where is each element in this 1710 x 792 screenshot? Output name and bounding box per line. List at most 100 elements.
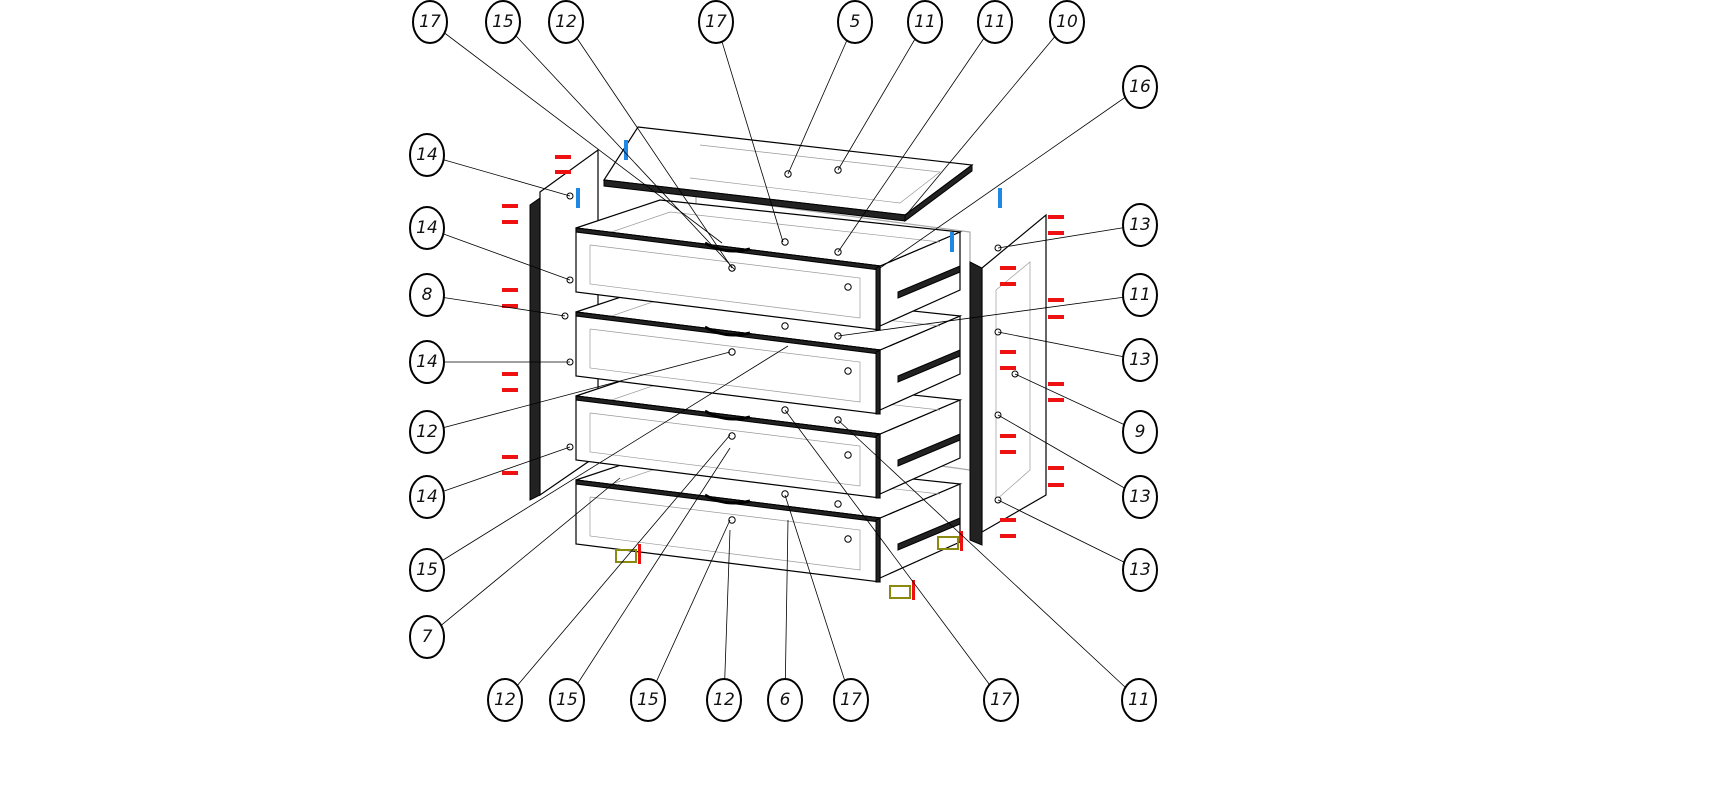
callout-13: 13 xyxy=(997,331,1158,382)
callout-number: 15 xyxy=(556,690,578,710)
callout-bubble xyxy=(1122,273,1158,317)
callout-15: 15 xyxy=(630,519,731,722)
screw-icon xyxy=(1000,518,1016,522)
callout-17: 17 xyxy=(784,494,869,722)
callout-12: 12 xyxy=(487,434,731,722)
callout-number: 9 xyxy=(1135,422,1146,442)
callout-number: 15 xyxy=(416,560,438,580)
callout-bubble xyxy=(487,678,523,722)
callout-bubble xyxy=(409,475,445,519)
leader-line xyxy=(879,86,1141,269)
dowel-icon xyxy=(576,188,580,208)
callout-number: 14 xyxy=(416,487,438,507)
callout-12: 12 xyxy=(548,0,733,269)
callout-bubble xyxy=(409,340,445,384)
callout-14: 14 xyxy=(409,206,571,281)
screw-icon xyxy=(502,455,518,459)
leader-line xyxy=(426,154,571,197)
callout-bubble xyxy=(409,548,445,592)
screw-icon xyxy=(1000,366,1016,370)
leader-line xyxy=(565,21,733,269)
callout-bubble xyxy=(1121,678,1157,722)
leader-line xyxy=(426,477,621,638)
screw-icon xyxy=(1048,298,1064,302)
callout-bubble xyxy=(1122,410,1158,454)
callout-bubble xyxy=(977,0,1013,44)
screw-icon xyxy=(1048,398,1064,402)
screw-icon xyxy=(502,388,518,392)
leader-line xyxy=(997,224,1141,249)
callout-number: 12 xyxy=(555,12,577,32)
callout-5: 5 xyxy=(787,0,873,175)
screw-icon xyxy=(502,471,518,475)
drawer-handle-cutout xyxy=(704,409,751,421)
screw-icon xyxy=(502,220,518,224)
callout-11: 11 xyxy=(837,419,1157,722)
leader-line xyxy=(429,21,723,244)
callout-14: 14 xyxy=(409,340,570,384)
callout-bubble xyxy=(412,0,448,44)
callout-number: 10 xyxy=(1056,12,1078,32)
drawer-2 xyxy=(575,283,963,415)
callout-bubble xyxy=(409,410,445,454)
callout-bubble xyxy=(767,678,803,722)
callout-number: 16 xyxy=(1129,77,1151,97)
screw-icon xyxy=(1048,215,1064,219)
callout-bubble xyxy=(409,615,445,659)
leader-line xyxy=(837,419,1140,701)
callout-number: 6 xyxy=(780,690,791,710)
screw-icon xyxy=(502,204,518,208)
leader-line xyxy=(723,529,731,701)
callout-bubble xyxy=(549,678,585,722)
callout-15: 15 xyxy=(485,0,736,271)
callout-bubble xyxy=(1049,0,1085,44)
callout-number: 14 xyxy=(416,145,438,165)
dowel-icon xyxy=(998,188,1002,208)
screw-icon xyxy=(502,304,518,308)
leader-line xyxy=(905,21,1068,216)
callout-bubble xyxy=(409,133,445,177)
callout-number: 12 xyxy=(713,690,735,710)
callout-6: 6 xyxy=(767,519,803,722)
callout-bubble xyxy=(485,0,521,44)
callout-13: 13 xyxy=(997,499,1158,592)
callout-bubble xyxy=(1122,548,1158,592)
bracket-icon xyxy=(889,585,911,599)
leader-line xyxy=(504,434,731,701)
leader-line xyxy=(784,494,852,701)
callout-bubble xyxy=(1122,338,1158,382)
callout-number: 17 xyxy=(840,690,862,710)
callout-number: 12 xyxy=(416,422,438,442)
callout-16: 16 xyxy=(879,65,1158,269)
drawer-handle-cutout xyxy=(704,493,751,505)
screw-icon xyxy=(502,372,518,376)
callout-7: 7 xyxy=(409,477,621,659)
leader-line xyxy=(997,414,1141,498)
callout-number: 11 xyxy=(1128,690,1150,710)
leader-line xyxy=(426,294,566,317)
screw-icon xyxy=(960,531,963,551)
screw-icon xyxy=(1048,483,1064,487)
callout-17: 17 xyxy=(698,0,784,243)
callout-bubble xyxy=(1122,203,1158,247)
callout-bubble xyxy=(409,273,445,317)
callout-number: 15 xyxy=(492,12,514,32)
leader-line xyxy=(837,21,996,253)
bracket-icon xyxy=(615,549,637,563)
callout-number: 17 xyxy=(990,690,1012,710)
callout-number: 11 xyxy=(1129,285,1151,305)
callout-number: 8 xyxy=(422,285,433,305)
callout-number: 13 xyxy=(1129,487,1151,507)
callout-bubble xyxy=(548,0,584,44)
screw-icon xyxy=(1048,466,1064,470)
callout-bubble xyxy=(409,206,445,250)
screw-icon xyxy=(1000,450,1016,454)
callout-number: 11 xyxy=(914,12,936,32)
leader-line xyxy=(1014,373,1141,433)
callout-bubble xyxy=(837,0,873,44)
furniture-parts xyxy=(502,126,1064,600)
screw-icon xyxy=(638,544,641,564)
callout-number: 7 xyxy=(422,627,433,647)
leader-line xyxy=(784,519,789,701)
